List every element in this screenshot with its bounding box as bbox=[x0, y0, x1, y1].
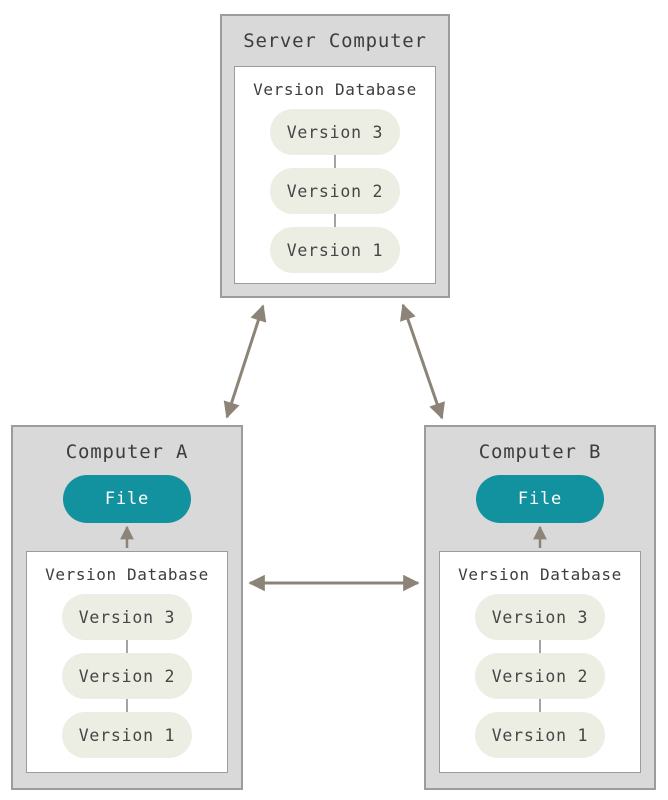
computer-a-file-pill: File bbox=[63, 475, 191, 523]
version-connector-line bbox=[539, 640, 541, 653]
arrow-server-computer-a bbox=[223, 304, 267, 419]
computer-b-version-2-pill: Version 2 bbox=[475, 653, 605, 699]
version-connector-line bbox=[126, 699, 128, 712]
computer-a-version-1-pill: Version 1 bbox=[62, 712, 192, 758]
computer-a-version-database-title: Version Database bbox=[45, 565, 209, 584]
computer-b-title: Computer B bbox=[478, 441, 602, 463]
version-connector-line bbox=[334, 214, 336, 227]
computer-a-version-2-pill: Version 2 bbox=[62, 653, 192, 699]
version-connector-line bbox=[126, 640, 128, 653]
server-version-1-pill: Version 1 bbox=[270, 227, 400, 273]
computer-b-version-3-pill: Version 3 bbox=[475, 594, 605, 640]
computer-b-version-1-pill: Version 1 bbox=[475, 712, 605, 758]
server-version-2-pill: Version 2 bbox=[270, 168, 400, 214]
arrow-server-computer-b bbox=[400, 303, 445, 420]
computer-b-version-database-box: Version Database Version 3 Version 2 Ver… bbox=[439, 551, 641, 773]
server-computer-title: Server Computer bbox=[243, 30, 427, 52]
computer-b-box: Computer B File Version Database Version… bbox=[424, 425, 656, 790]
version-connector-line bbox=[334, 155, 336, 168]
server-version-3-pill: Version 3 bbox=[270, 109, 400, 155]
computer-a-title: Computer A bbox=[65, 441, 189, 463]
server-version-database-title: Version Database bbox=[253, 80, 417, 99]
server-computer-box: Server Computer Version Database Version… bbox=[220, 14, 450, 298]
server-version-database-box: Version Database Version 3 Version 2 Ver… bbox=[234, 66, 436, 284]
computer-a-version-database-box: Version Database Version 3 Version 2 Ver… bbox=[26, 551, 228, 773]
computer-b-version-database-title: Version Database bbox=[458, 565, 622, 584]
computer-b-file-pill: File bbox=[476, 475, 604, 523]
computer-a-version-3-pill: Version 3 bbox=[62, 594, 192, 640]
version-connector-line bbox=[539, 699, 541, 712]
computer-a-box: Computer A File Version Database Version… bbox=[11, 425, 243, 790]
